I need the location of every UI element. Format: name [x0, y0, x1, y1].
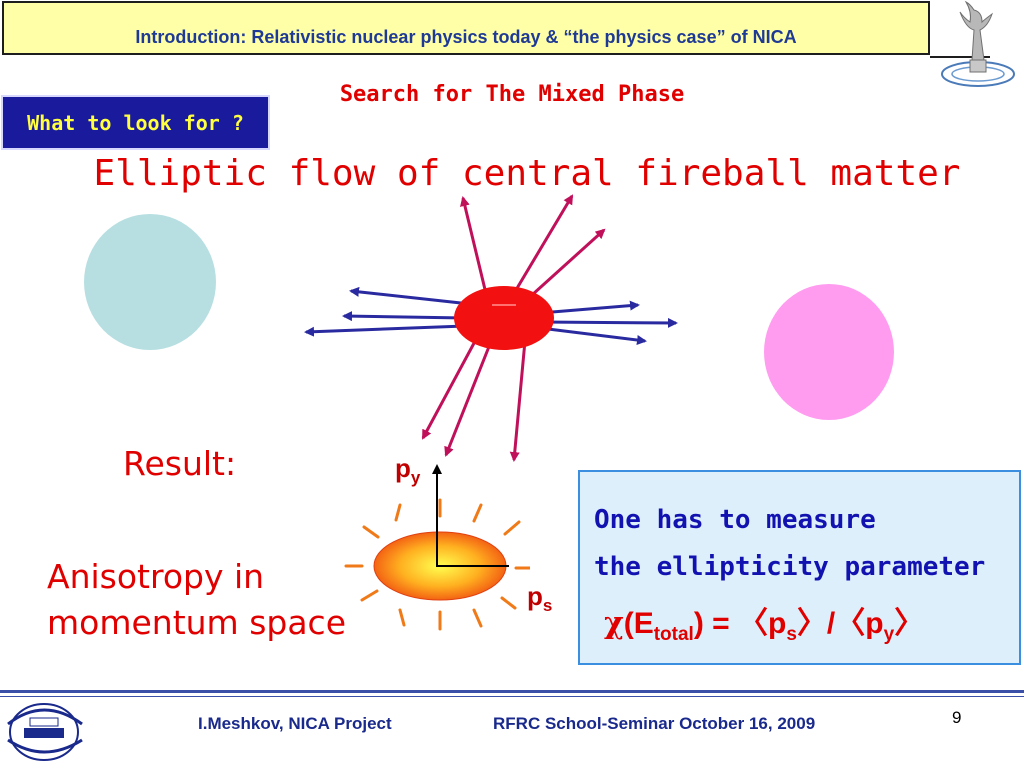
ray	[398, 608, 406, 627]
header-rule	[930, 56, 990, 58]
ray	[503, 520, 521, 536]
particle-arrow	[304, 324, 466, 337]
anisotropy-text: Anisotropy in momentum space	[47, 554, 346, 646]
ray	[360, 589, 379, 602]
jinr-logo	[7, 703, 83, 761]
footer-rule	[0, 690, 1024, 693]
ray	[472, 503, 483, 523]
particle-arrow	[520, 228, 606, 306]
page-number: 9	[952, 708, 962, 727]
main-title: Elliptic flow of central fireball matter	[93, 153, 961, 194]
slide-header-title: Introduction: Relativistic nuclear physi…	[135, 27, 797, 47]
nucleus-right	[764, 284, 894, 420]
ps-axis-label: ps	[527, 581, 553, 616]
anisotropy-line1: Anisotropy in	[47, 557, 265, 596]
info-line2: the ellipticity parameter	[594, 552, 986, 582]
ray	[394, 503, 402, 522]
momentum-space-diagram	[344, 464, 530, 631]
fireball-diagram	[304, 194, 678, 462]
result-label: Result:	[123, 444, 237, 483]
particle-arrow	[509, 329, 528, 462]
particle-arrow	[539, 317, 678, 328]
ellipticity-formula: χ(Etotal) = 〈ps〉/〈py〉	[604, 606, 925, 645]
ray	[500, 596, 517, 610]
ray	[472, 608, 483, 628]
particle-arrow	[349, 286, 471, 306]
nica-statue-logo	[941, 0, 1015, 87]
particle-arrow	[539, 300, 640, 315]
particle-arrow	[539, 326, 647, 345]
slide-subtitle: Search for The Mixed Phase	[339, 82, 685, 107]
nucleus-left	[84, 214, 216, 350]
particle-arrow	[508, 194, 574, 301]
info-line1: One has to measure	[594, 505, 876, 535]
ray	[362, 525, 380, 539]
central-fireball	[454, 286, 554, 350]
particle-arrow	[460, 196, 490, 303]
particle-arrow	[342, 311, 466, 322]
footer-rule-thin	[0, 696, 1024, 697]
footer-event: RFRC School-Seminar October 16, 2009	[493, 714, 816, 733]
py-axis-label: py	[395, 453, 421, 488]
particle-arrow	[421, 331, 482, 440]
what-to-look-for-tag: What to look for ?	[1, 95, 270, 150]
header-banner: Introduction: Relativistic nuclear physi…	[2, 1, 930, 55]
anisotropy-line2: momentum space	[47, 603, 346, 642]
footer-author: I.Meshkov, NICA Project	[198, 714, 392, 733]
ellipticity-info-box: One has to measure the ellipticity param…	[578, 470, 1021, 665]
particle-arrow	[444, 333, 496, 457]
